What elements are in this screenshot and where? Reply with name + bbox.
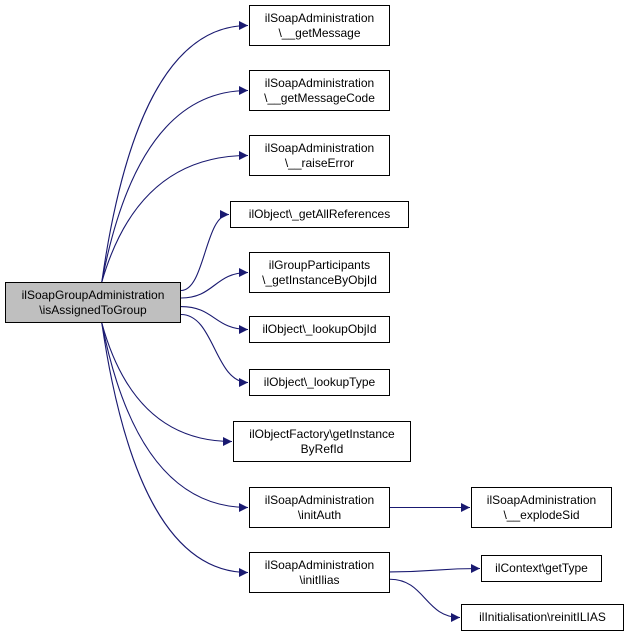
edge-root-to-init_auth <box>101 322 249 512</box>
node-label-line2: \_getInstanceByObjId <box>262 272 377 287</box>
node-explode-sid[interactable]: ilSoapAdministration \__explodeSid <box>471 487 612 528</box>
node-init-ilias[interactable]: ilSoapAdministration \initIlias <box>249 552 390 593</box>
node-label-line1: ilSoapAdministration <box>264 140 375 155</box>
edge-root-to-get_instance_by_ref_id <box>101 322 233 446</box>
node-get-message[interactable]: ilSoapAdministration \__getMessage <box>249 5 390 46</box>
edge-root-to-get_instance_by_obj_id <box>180 268 249 299</box>
edge-root-to-lookup_obj_id <box>180 306 249 334</box>
edge-root-to-lookup_type <box>180 313 249 387</box>
node-label-line2: \initIlias <box>299 572 340 587</box>
node-label-line1: ilObjectFactory\getInstance <box>249 426 395 441</box>
node-label-line1: ilGroupParticipants <box>268 257 371 272</box>
node-label-line2: \isAssignedToGroup <box>39 302 147 317</box>
edge-root-to-get_message <box>101 21 249 283</box>
node-init-auth[interactable]: ilSoapAdministration \initAuth <box>249 487 390 528</box>
edge-init_ilias-to-get_type <box>389 564 481 574</box>
node-get-message-code[interactable]: ilSoapAdministration \__getMessageCode <box>249 70 390 111</box>
node-get-instance-by-obj-id[interactable]: ilGroupParticipants \_getInstanceByObjId <box>249 252 390 293</box>
node-label-line2: \__getMessage <box>278 25 361 40</box>
edge-root-to-get_all_references <box>180 210 230 292</box>
node-label-line2: ByRefId <box>300 441 344 456</box>
node-label: ilObject\_lookupType <box>263 375 376 389</box>
node-label-line2: \initAuth <box>297 507 342 522</box>
node-label-line1: ilSoapAdministration <box>264 557 375 572</box>
node-label: ilContext\getType <box>495 561 588 575</box>
node-label: ilObject\_lookupObjId <box>262 322 377 336</box>
node-label-line1: ilSoapGroupAdministration <box>21 287 165 302</box>
node-get-all-references[interactable]: ilObject\_getAllReferences <box>230 201 409 228</box>
node-reinit-ilias[interactable]: ilInitialisation\reinitILIAS <box>461 604 624 631</box>
node-label-line2: \__explodeSid <box>503 507 580 522</box>
node-label-line1: ilSoapAdministration <box>264 75 375 90</box>
node-get-instance-by-ref-id[interactable]: ilObjectFactory\getInstance ByRefId <box>233 421 411 462</box>
edge-root-to-init_ilias <box>101 322 249 577</box>
node-label: ilInitialisation\reinitILIAS <box>479 610 606 624</box>
node-get-type[interactable]: ilContext\getType <box>481 555 602 582</box>
node-label: ilObject\_getAllReferences <box>248 207 391 221</box>
node-label-line2: \__raiseError <box>284 155 355 170</box>
node-lookup-obj-id[interactable]: ilObject\_lookupObjId <box>249 316 390 343</box>
edge-root-to-raise_error <box>101 151 249 283</box>
node-label-line1: ilSoapAdministration <box>486 492 597 507</box>
node-raise-error[interactable]: ilSoapAdministration \__raiseError <box>249 135 390 176</box>
node-label-line2: \__getMessageCode <box>264 90 375 105</box>
edge-root-to-get_message_code <box>101 86 249 283</box>
node-label-line1: ilSoapAdministration <box>264 10 375 25</box>
node-label-line1: ilSoapAdministration <box>264 492 375 507</box>
node-is-assigned-to-group[interactable]: ilSoapGroupAdministration \isAssignedToG… <box>5 282 181 323</box>
node-lookup-type[interactable]: ilObject\_lookupType <box>249 369 390 396</box>
edge-init_ilias-to-reinit_ilias <box>389 578 461 622</box>
